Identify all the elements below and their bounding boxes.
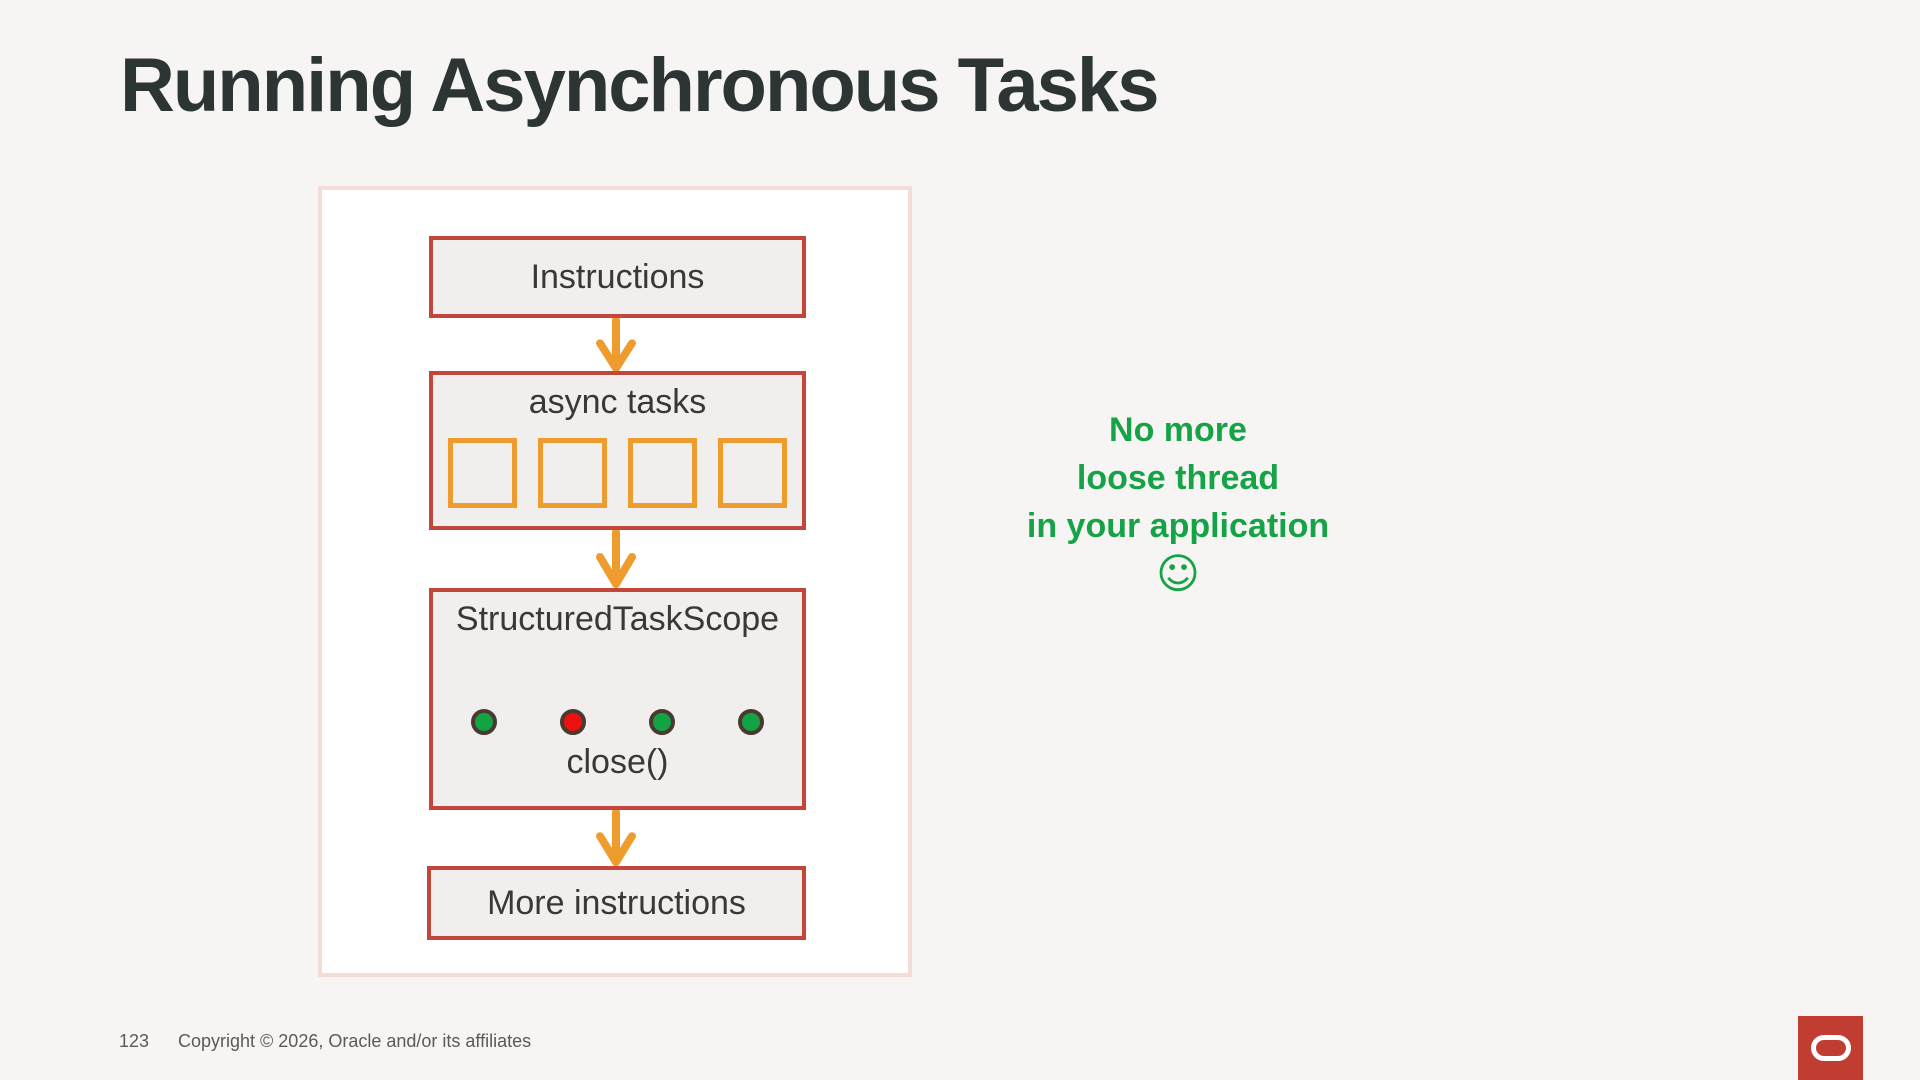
copyright-text: Copyright © 2026, Oracle and/or its affi…: [178, 1031, 532, 1051]
annotation-line: in your application: [1026, 507, 1330, 545]
down-arrow-icon: [596, 318, 636, 372]
node-async-tasks: async tasks: [429, 371, 806, 530]
annotation-message: No more loose thread in your application…: [978, 406, 1378, 598]
down-arrow-icon: [596, 810, 636, 866]
task-slot: [538, 438, 607, 508]
annotation-line: No more: [1109, 411, 1247, 449]
oracle-o-mark: [1810, 1035, 1851, 1061]
thread-dot: [560, 709, 586, 735]
node-more-instructions: More instructions: [427, 866, 806, 940]
page-number: 123: [119, 1031, 150, 1051]
flow-diagram: Instructions async tasks StructuredTaskS…: [318, 186, 912, 977]
close-method-label: close(): [566, 743, 669, 781]
down-arrow-icon: [596, 530, 636, 588]
task-slot: [718, 438, 787, 508]
task-slots: [448, 438, 787, 508]
task-slot: [448, 438, 517, 508]
thread-dot: [649, 709, 675, 735]
node-structured-task-scope-label: StructuredTaskScope: [455, 600, 780, 638]
annotation-line: loose thread: [1076, 459, 1280, 497]
node-instructions-label: Instructions: [530, 257, 705, 296]
smiley-icon: ☺: [1156, 549, 1200, 598]
node-async-tasks-label: async tasks: [528, 383, 707, 421]
node-instructions: Instructions: [429, 236, 806, 318]
task-slot: [628, 438, 697, 508]
oracle-logo-icon: [1798, 1016, 1863, 1080]
node-structured-task-scope: StructuredTaskScope close(): [429, 588, 806, 810]
page-title: Running Asynchronous Tasks: [120, 43, 1159, 128]
thread-dot: [471, 709, 497, 735]
thread-dots: [471, 709, 764, 735]
thread-dot: [738, 709, 764, 735]
node-more-instructions-label: More instructions: [487, 883, 746, 922]
